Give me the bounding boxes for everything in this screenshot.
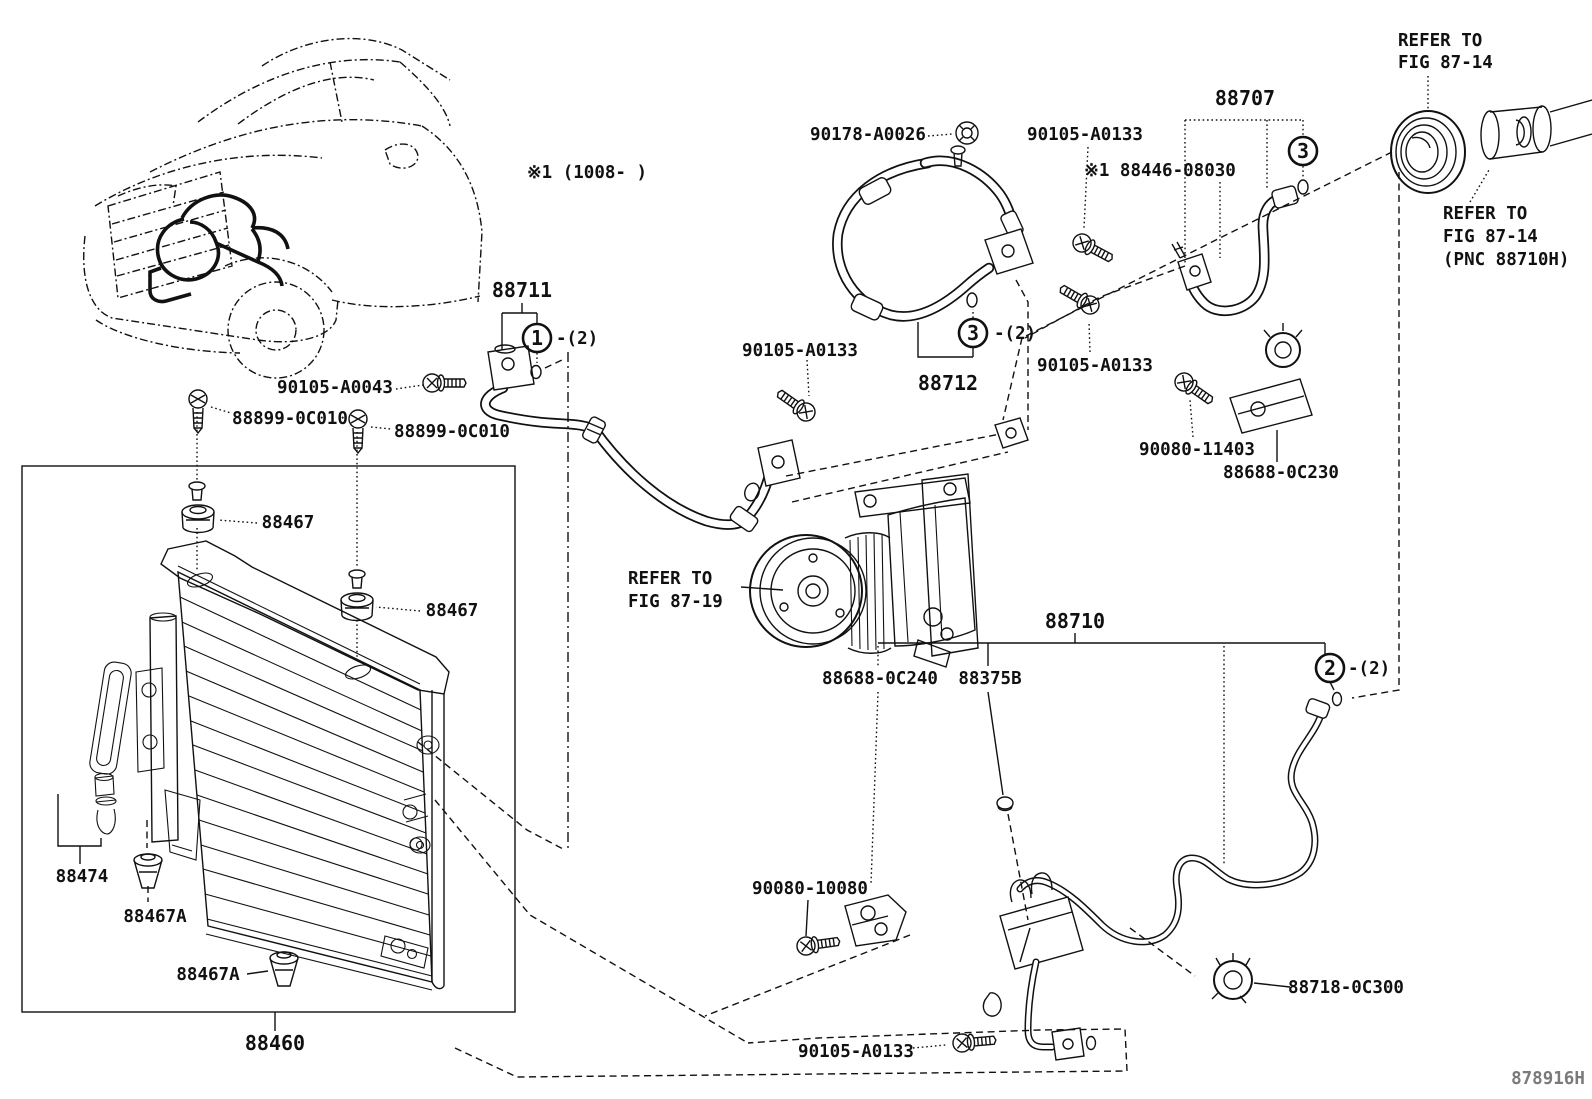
cone-grommet-88467a-upper bbox=[133, 853, 163, 889]
bolt-90105-a0133-bottom bbox=[952, 1033, 997, 1053]
label-88460: 88460 bbox=[245, 1031, 305, 1055]
vehicle-outline bbox=[83, 37, 483, 379]
callout-1-number: 1 bbox=[531, 326, 543, 350]
label-88375b: 88375B bbox=[958, 669, 1021, 689]
callout-1: 1 bbox=[521, 322, 553, 380]
clamp-88718-0c300 bbox=[1211, 953, 1253, 1004]
bolt-90080-10080 bbox=[796, 936, 841, 956]
label-88688-0c230: 88688-0C230 bbox=[1223, 463, 1339, 483]
callout-3-mid-number: 3 bbox=[967, 321, 979, 345]
label-88474: 88474 bbox=[56, 867, 109, 887]
label-refer-8714-top-1: REFER TO bbox=[1398, 31, 1482, 51]
bolt-90080-11403 bbox=[1174, 372, 1214, 405]
label-88467-b: 88467 bbox=[426, 601, 479, 621]
label-88707: 88707 bbox=[1215, 86, 1275, 110]
label-88899-0c010-a: 88899-0C010 bbox=[232, 409, 348, 429]
leader-lines-solid bbox=[57, 303, 1335, 1031]
label-88899-0c010-b: 88899-0C010 bbox=[394, 422, 510, 442]
condenser-box bbox=[21, 465, 516, 1013]
label-refer-8714-pnc-3: (PNC 88710H) bbox=[1443, 250, 1569, 270]
screw-above-88467-left bbox=[188, 481, 206, 501]
label-90105-a0133-top: 90105-A0133 bbox=[1027, 125, 1143, 145]
grommet-88467-left bbox=[181, 504, 215, 534]
discharge-hose-88707 bbox=[1171, 179, 1309, 317]
label-88467a-a: 88467A bbox=[123, 907, 187, 927]
pipe-end-cylinder bbox=[1480, 99, 1592, 160]
label-note-1008: ※1 (1008- ) bbox=[527, 163, 647, 183]
label-88710: 88710 bbox=[1045, 609, 1105, 633]
label-90105-a0133-mid: 90105-A0133 bbox=[742, 341, 858, 361]
label-88718-0c300: 88718-0C300 bbox=[1288, 978, 1404, 998]
callout-2: 2 bbox=[1314, 652, 1346, 684]
compressor-drawing bbox=[749, 417, 1029, 668]
callout-3-mid: 3 bbox=[957, 317, 989, 349]
callout-3-top-number: 3 bbox=[1297, 139, 1309, 163]
label-refer-8714-pnc-1: REFER TO bbox=[1443, 204, 1527, 224]
label-90105-a0043: 90105-A0043 bbox=[277, 378, 393, 398]
label-refer-8714-top-2: FIG 87-14 bbox=[1398, 53, 1493, 73]
screw-above-88467-right bbox=[348, 569, 366, 589]
liquid-pipe-88710 bbox=[1016, 691, 1343, 946]
bolt-90105-a0133-mid bbox=[776, 389, 816, 422]
label-88467-a: 88467 bbox=[262, 513, 315, 533]
label-refer-8719-2: FIG 87-19 bbox=[628, 592, 723, 612]
suction-hose-88712 bbox=[832, 121, 1034, 322]
bolt-90178-target bbox=[1072, 233, 1113, 263]
label-88711: 88711 bbox=[492, 278, 552, 302]
label-88446-08030: ※1 88446-08030 bbox=[1084, 161, 1236, 181]
condenser-drawing bbox=[89, 540, 450, 991]
bolt-88899-right bbox=[348, 409, 368, 455]
construction-lines-dashed bbox=[146, 151, 1400, 1078]
label-90105-a0133-right: 90105-A0133 bbox=[1037, 356, 1153, 376]
firewall-seal-grommet bbox=[1390, 110, 1466, 194]
label-88712: 88712 bbox=[918, 371, 978, 395]
label-90080-10080: 90080-10080 bbox=[752, 879, 868, 899]
label-qty-3: -(2) bbox=[994, 324, 1036, 344]
bracket-90080-10080 bbox=[844, 894, 907, 947]
label-88688-0c240: 88688-0C240 bbox=[822, 669, 938, 689]
bracket-88688-0c230 bbox=[1229, 323, 1313, 434]
part-labels: 90178-A0026 90105-A0133 ※1 (1008- ) ※1 8… bbox=[56, 31, 1585, 1089]
label-90178-a0026: 90178-A0026 bbox=[810, 125, 926, 145]
leader-lines-dotted bbox=[196, 76, 1490, 1049]
bolt-90105-a0133-right bbox=[1059, 284, 1100, 315]
receiver-drier-block bbox=[999, 872, 1084, 970]
callout-3-top: 3 bbox=[1287, 135, 1319, 167]
label-90105-a0133-bottom: 90105-A0133 bbox=[798, 1042, 914, 1062]
figure-code: 878916H bbox=[1511, 1069, 1585, 1089]
label-qty-2: -(2) bbox=[1348, 659, 1390, 679]
cone-grommet-88467a-lower bbox=[269, 951, 299, 987]
label-refer-8719-1: REFER TO bbox=[628, 569, 712, 589]
suction-hose-88711 bbox=[480, 344, 801, 533]
bolt-88899-left bbox=[188, 389, 208, 435]
callout-2-number: 2 bbox=[1324, 656, 1336, 680]
label-qty-1: -(2) bbox=[556, 329, 598, 349]
harness-highlight bbox=[148, 193, 290, 304]
label-88467a-b: 88467A bbox=[176, 965, 240, 985]
bolt-90105-a0043 bbox=[422, 373, 467, 393]
label-90080-11403: 90080-11403 bbox=[1139, 440, 1255, 460]
grommet-88467-right bbox=[340, 592, 374, 622]
label-refer-8714-pnc-2: FIG 87-14 bbox=[1443, 227, 1538, 247]
